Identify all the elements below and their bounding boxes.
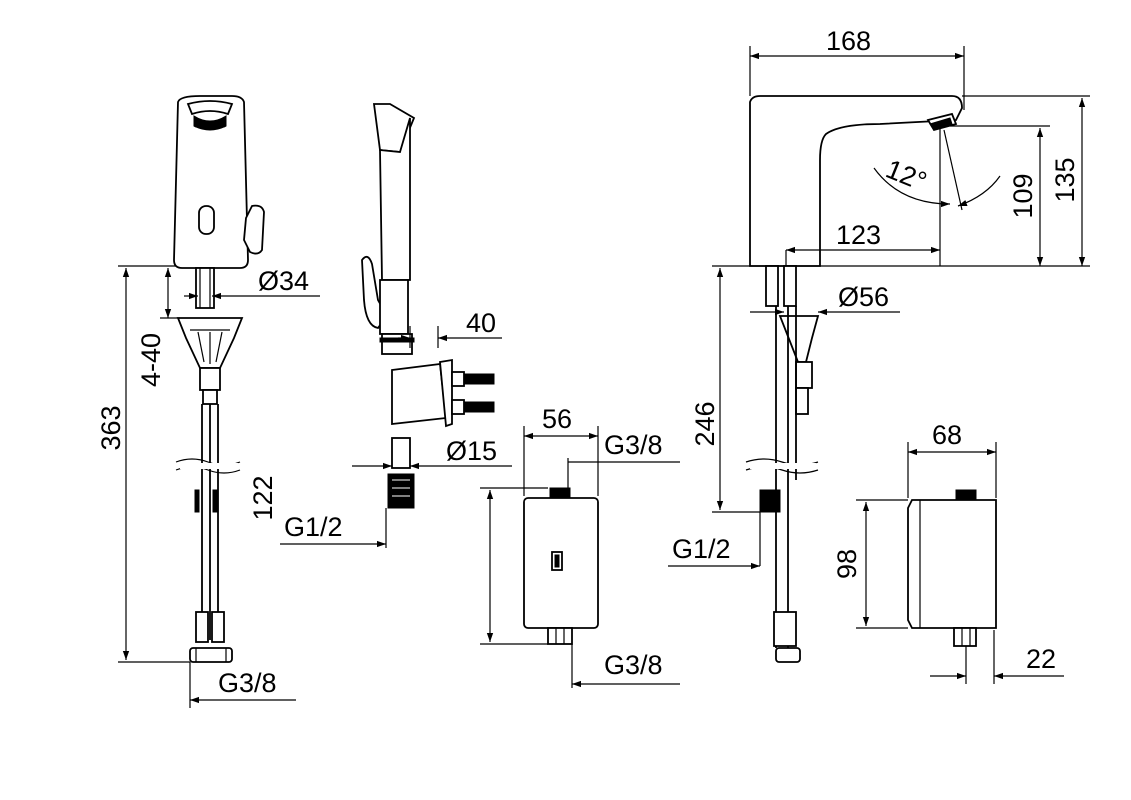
dim-height-363: 363 xyxy=(96,405,126,450)
dim-depth-22: 22 xyxy=(1026,644,1056,674)
dimension-lines-side xyxy=(668,46,1090,570)
dimension-lines-box-large xyxy=(856,442,1064,684)
dim-thread-g38-top: G3/8 xyxy=(604,430,663,460)
faucet-side-view xyxy=(745,95,963,663)
control-box-small xyxy=(523,487,599,645)
dim-width-68: 68 xyxy=(932,420,962,450)
dim-thread-g38-front: G3/8 xyxy=(218,668,277,698)
control-box-large xyxy=(907,489,997,647)
dim-diameter-56: Ø56 xyxy=(838,282,889,312)
bracket-side-view xyxy=(361,103,495,509)
dim-diameter-34: Ø34 xyxy=(258,266,309,296)
dim-thread-g38-bottom: G3/8 xyxy=(604,650,663,680)
dim-diameter-15: Ø15 xyxy=(446,436,497,466)
dim-hose-122: 122 xyxy=(248,475,278,520)
dim-length-168: 168 xyxy=(826,26,871,56)
dim-height-135: 135 xyxy=(1050,157,1080,202)
dim-width-56: 56 xyxy=(542,404,572,434)
dim-height-109: 109 xyxy=(1008,173,1038,218)
dimension-lines-box-small xyxy=(480,426,680,688)
dim-height-98: 98 xyxy=(832,549,862,579)
wall-plugs xyxy=(451,371,495,415)
dimension-lines-bracket xyxy=(280,326,512,548)
dim-offset-40: 40 xyxy=(466,308,496,338)
dim-thread-g12-side: G1/2 xyxy=(672,534,731,564)
dim-height-246: 246 xyxy=(690,401,720,446)
faucet-front-view xyxy=(173,95,265,663)
dim-thread-g12-bracket: G1/2 xyxy=(284,512,343,542)
dim-angle-12: 12° xyxy=(882,154,931,197)
dimension-lines-front xyxy=(118,265,320,708)
dim-reach-123: 123 xyxy=(836,220,881,250)
dim-range-4-40: 4-40 xyxy=(136,333,166,387)
